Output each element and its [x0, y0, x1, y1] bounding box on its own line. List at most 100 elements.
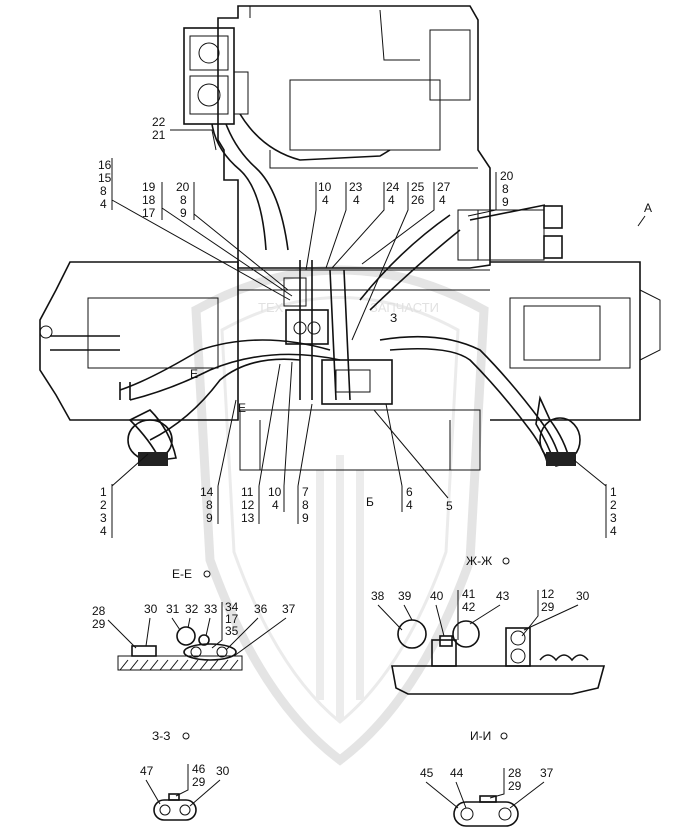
callout-12: 12 [241, 498, 255, 512]
callout-1l: 1 [100, 485, 107, 499]
callout-8c: 8 [302, 498, 309, 512]
callout-9r: 9 [502, 195, 509, 209]
inner-label-e1: Е [190, 367, 198, 381]
ee-32: 32 [185, 602, 199, 616]
callout-8r: 8 [502, 182, 509, 196]
section-zz-title: З-З [152, 729, 171, 743]
callout-10t: 10 [318, 180, 332, 194]
zhzh-29: 29 [541, 600, 555, 614]
zhzh-40: 40 [430, 589, 444, 603]
callout-9c: 9 [302, 511, 309, 525]
control-unit [183, 27, 391, 251]
tractor-housing [217, 5, 491, 269]
ee-28: 28 [92, 604, 106, 618]
zhzh-30: 30 [576, 589, 590, 603]
callout-9l: 9 [180, 206, 187, 220]
callout-10b: 10 [268, 485, 282, 499]
inner-label-e2: Е [238, 401, 246, 415]
lift-cylinders [119, 382, 581, 467]
ee-29: 29 [92, 617, 106, 631]
ee-33: 33 [204, 602, 218, 616]
callout-15: 15 [98, 171, 112, 185]
ee-37: 37 [282, 602, 296, 616]
callout-19: 19 [142, 180, 156, 194]
callouts-bottom: 1 2 3 4 14 8 9 11 12 13 10 4 7 8 9 6 4 5… [100, 361, 617, 538]
section-ee-title: Е-Е [172, 567, 192, 581]
callout-2r: 2 [610, 498, 617, 512]
zz-29b: 29 [192, 775, 206, 789]
callout-20r: 20 [500, 169, 514, 183]
ii-44: 44 [450, 766, 464, 780]
ee-34: 34 [225, 600, 239, 614]
callout-4a: 4 [322, 193, 329, 207]
zhzh-43: 43 [496, 589, 510, 603]
callout-9b: 9 [206, 511, 213, 525]
zhzh-12: 12 [541, 587, 555, 601]
callout-8l: 8 [180, 193, 187, 207]
callout-27: 27 [437, 180, 451, 194]
callout-14: 14 [200, 485, 214, 499]
watermark-text-2: ЗАПЧАСТИ [370, 300, 439, 315]
inner-label-z: З [390, 311, 397, 325]
callout-5: 5 [446, 499, 453, 513]
watermark-text-1: ТЕХ [258, 300, 284, 315]
ii-37: 37 [540, 766, 554, 780]
callouts-top: 22 21 16 15 8 4 19 18 17 20 8 9 10 4 23 … [98, 115, 514, 341]
callout-16: 16 [98, 158, 112, 172]
section-ii: И-И 45 44 28 29 37 [420, 729, 554, 827]
callout-17: 17 [142, 206, 156, 220]
zz-30: 30 [216, 764, 230, 778]
ii-28: 28 [508, 766, 522, 780]
view-arrow-a [637, 215, 646, 227]
callout-13: 13 [241, 511, 255, 525]
callout-4b: 4 [353, 193, 360, 207]
callout-8: 8 [100, 184, 107, 198]
callout-11: 11 [241, 485, 254, 499]
callout-6: 6 [406, 485, 413, 499]
ii-45: 45 [420, 766, 434, 780]
callout-24: 24 [386, 180, 400, 194]
callout-18: 18 [142, 193, 156, 207]
zhzh-41: 41 [462, 587, 476, 601]
ee-35: 35 [225, 624, 239, 638]
view-label-a: А [644, 201, 652, 215]
ii-29: 29 [508, 779, 522, 793]
callout-21: 21 [152, 128, 166, 142]
section-zhzh: Ж-Ж 38 39 40 41 42 43 12 29 30 [371, 554, 606, 695]
axle-housing [39, 261, 661, 471]
section-ee: Е-Е 28 29 30 31 32 33 34 17 35 36 37 [92, 567, 296, 671]
section-zz: З-З 47 46 29 30 [140, 729, 230, 821]
section-zhzh-title: Ж-Ж [466, 554, 492, 568]
callout-2l: 2 [100, 498, 107, 512]
zz-47: 47 [140, 764, 154, 778]
callout-22: 22 [152, 115, 166, 129]
zhzh-38: 38 [371, 589, 385, 603]
ee-31: 31 [166, 602, 180, 616]
callout-26: 26 [411, 193, 425, 207]
callout-3l: 3 [100, 511, 107, 525]
ee-36: 36 [254, 602, 268, 616]
zz-46: 46 [192, 762, 206, 776]
hydraulic-hoses [119, 204, 561, 467]
callout-23: 23 [349, 180, 363, 194]
callout-4: 4 [100, 197, 107, 211]
watermark-shield: ТЕХ ЗАПЧАСТИ [191, 265, 489, 766]
callout-4l: 4 [100, 524, 107, 538]
callout-20l: 20 [176, 180, 190, 194]
callout-3r: 3 [610, 511, 617, 525]
top-cylinder [457, 205, 563, 261]
zhzh-39: 39 [398, 589, 412, 603]
section-ii-title: И-И [470, 729, 491, 743]
callout-4e: 4 [272, 498, 279, 512]
callout-4r: 4 [610, 524, 617, 538]
callout-7: 7 [302, 485, 309, 499]
zhzh-42: 42 [462, 600, 476, 614]
callout-8b: 8 [206, 498, 213, 512]
callout-4c: 4 [388, 193, 395, 207]
callout-25: 25 [411, 180, 425, 194]
inner-label-b: Б [366, 495, 374, 509]
callout-4d: 4 [439, 193, 446, 207]
callout-4f: 4 [406, 498, 413, 512]
